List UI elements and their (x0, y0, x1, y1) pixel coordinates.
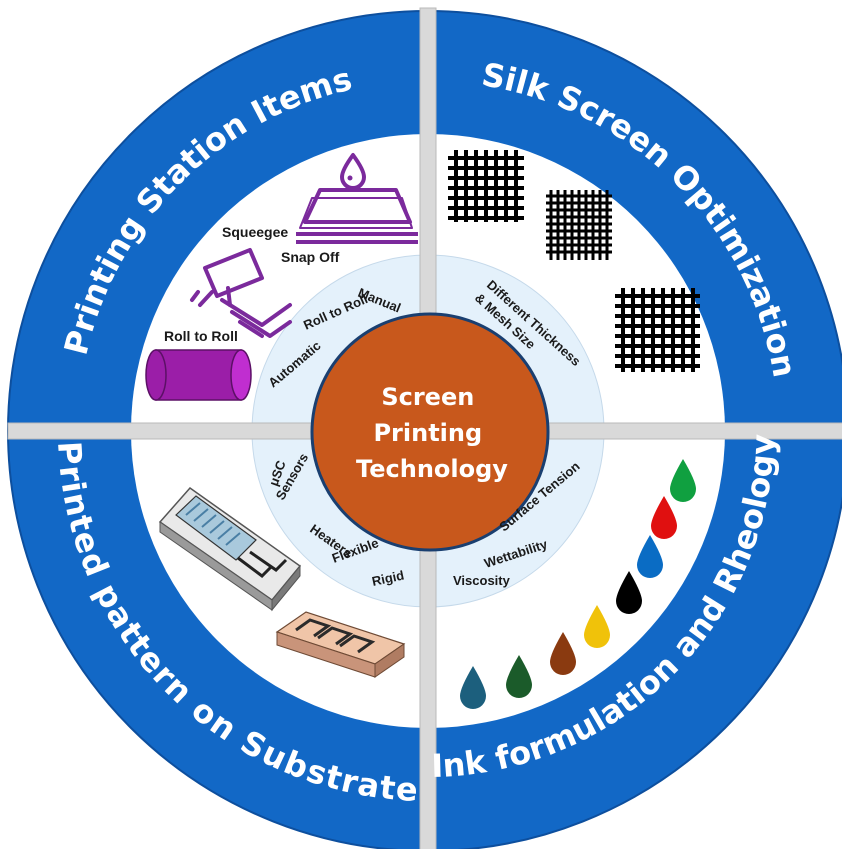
ink-drop-yellow (584, 605, 610, 648)
snap-off-label: Snap Off (281, 249, 340, 265)
snap-off-icon (296, 153, 418, 244)
ink-drop-dark-green (506, 655, 532, 698)
ink-drops (460, 459, 696, 709)
center-title: Screen Printing Technology (356, 383, 508, 483)
mesh-grid-icon-medium (615, 288, 700, 372)
rigid-heater-icon (275, 611, 406, 678)
inner-label-rigid: Rigid (371, 567, 406, 588)
ink-drop-teal (460, 666, 486, 709)
roller-icon (145, 349, 252, 401)
roll-to-roll-station-label: Roll to Roll (164, 328, 238, 344)
ink-drop-black (616, 571, 642, 614)
squeegee-icon (190, 248, 292, 338)
ink-drop-green (670, 459, 696, 502)
flexible-sensor-icon (158, 486, 302, 612)
ink-drop-red (651, 496, 677, 539)
ink-drop-brown (550, 632, 576, 675)
inner-label-viscosity: Viscosity (453, 573, 511, 588)
center-circle (310, 312, 550, 552)
ink-drop-blue (637, 535, 663, 578)
mesh-grid-icon-fine (546, 190, 612, 260)
mesh-grid-icon-large (448, 150, 524, 222)
squeegee-label: Squeegee (222, 224, 288, 240)
